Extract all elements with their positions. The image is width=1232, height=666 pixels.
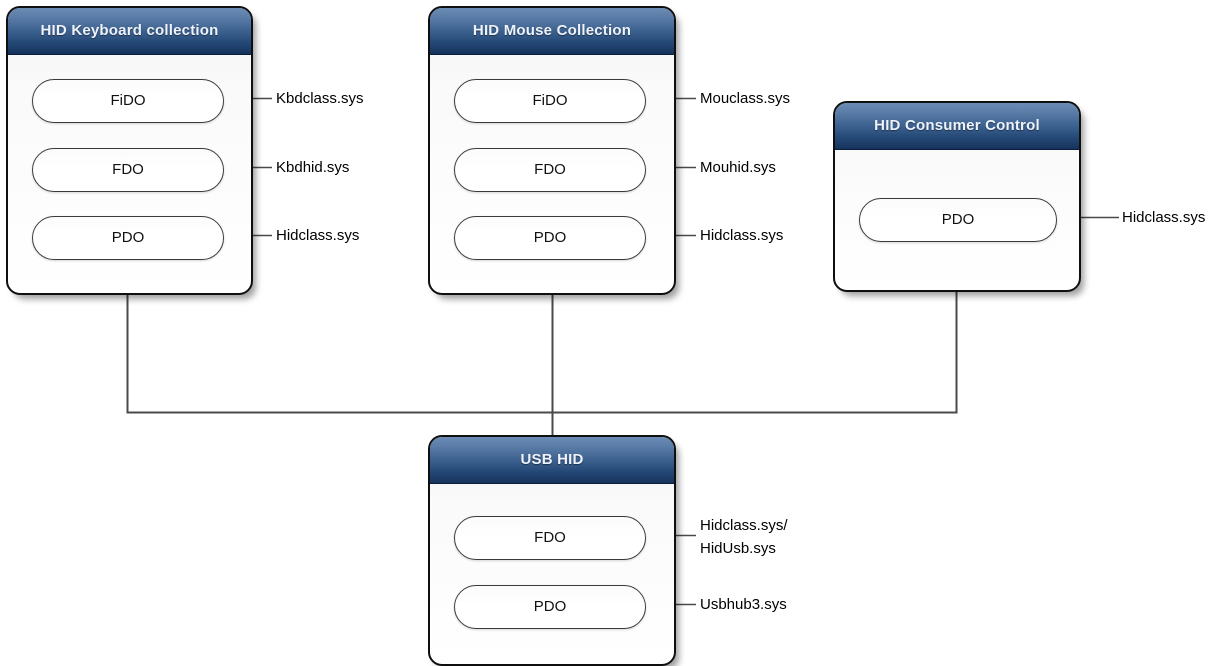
node-pill-fido-mouse[interactable]: FiDO [454,79,646,123]
driver-label-hidclass-hidusb: Hidclass.sys/ HidUsb.sys [700,517,788,557]
node-pill-label: PDO [111,229,145,246]
node-pill-pdo-consumer[interactable]: PDO [859,198,1057,242]
node-pill-label: FDO [534,161,566,178]
device-box-header-hid-consumer-control: HID Consumer Control [835,103,1079,150]
device-box-header-usb-hid: USB HID [430,437,674,484]
device-box-hid-mouse-collection[interactable]: HID Mouse Collection FiDO FDO PDO [428,6,676,295]
device-box-hid-consumer-control[interactable]: HID Consumer Control PDO [833,101,1081,292]
device-box-header-hid-keyboard-collection: HID Keyboard collection [8,8,251,55]
driver-label-mouhid: Mouhid.sys [700,159,776,176]
node-pill-label: FiDO [110,92,146,109]
node-pill-label: PDO [533,229,567,246]
node-pill-label: FDO [534,529,566,546]
node-pill-pdo-usb[interactable]: PDO [454,585,646,629]
node-pill-fdo-usb[interactable]: FDO [454,516,646,560]
node-pill-label: FDO [112,161,144,178]
node-pill-label: PDO [941,211,975,228]
node-pill-label: PDO [533,598,567,615]
driver-label-usbhub3: Usbhub3.sys [700,596,787,613]
node-pill-pdo-mouse[interactable]: PDO [454,216,646,260]
node-pill-label: FiDO [532,92,568,109]
node-pill-fido-keyboard[interactable]: FiDO [32,79,224,123]
driver-label-mouclass: Mouclass.sys [700,90,791,107]
device-box-body-hid-consumer-control: PDO [835,150,1079,290]
node-pill-fdo-keyboard[interactable]: FDO [32,148,224,192]
node-pill-fdo-mouse[interactable]: FDO [454,148,646,192]
device-box-usb-hid[interactable]: USB HID FDO PDO [428,435,676,666]
driver-label-kbdclass: Kbdclass.sys [276,90,364,107]
node-pill-pdo-keyboard[interactable]: PDO [32,216,224,260]
device-box-body-hid-mouse-collection: FiDO FDO PDO [430,55,674,293]
driver-label-hidclass-consumer: Hidclass.sys [1122,209,1206,226]
device-box-body-usb-hid: FDO PDO [430,484,674,664]
device-box-body-hid-keyboard-collection: FiDO FDO PDO [8,55,251,293]
driver-label-kbdhid: Kbdhid.sys [276,159,350,176]
device-box-hid-keyboard-collection[interactable]: HID Keyboard collection FiDO FDO PDO [6,6,253,295]
driver-label-hidclass-mouse: Hidclass.sys [700,227,784,244]
driver-label-hidclass-keyboard: Hidclass.sys [276,227,360,244]
device-box-header-hid-mouse-collection: HID Mouse Collection [430,8,674,55]
